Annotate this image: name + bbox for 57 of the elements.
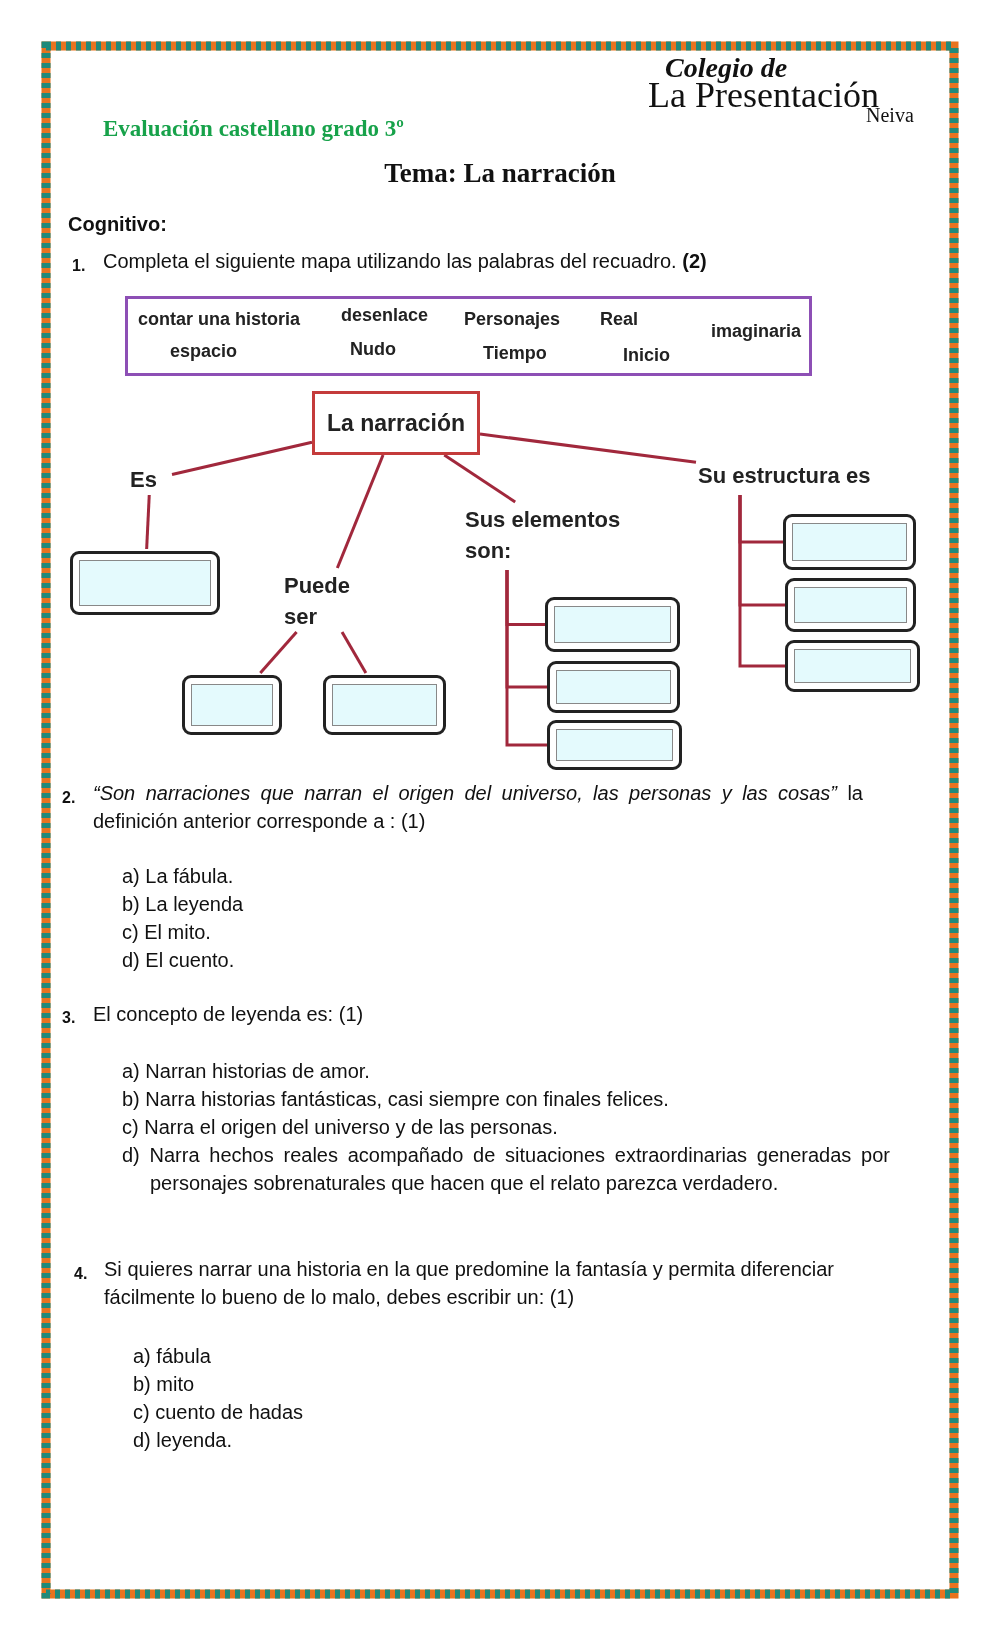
answer-box xyxy=(785,578,916,632)
word-bank-word: Inicio xyxy=(623,345,670,366)
connector-line xyxy=(145,494,151,550)
word-bank-box xyxy=(125,296,812,376)
word-bank-word: Tiempo xyxy=(483,343,547,364)
connector-line xyxy=(479,432,697,464)
answer-box xyxy=(70,551,220,615)
answer-option: a) Narran historias de amor. xyxy=(122,1057,890,1085)
answer-option: b) La leyenda xyxy=(122,890,244,918)
worksheet-title: Tema: La narración xyxy=(383,158,617,189)
question-number: 4. xyxy=(74,1264,88,1284)
answer-option: a) fábula xyxy=(133,1342,211,1370)
answer-box xyxy=(545,597,680,652)
connector-line xyxy=(259,631,298,674)
question-text: El concepto de leyenda es: (1) xyxy=(93,1002,364,1027)
answer-option: d) El cuento. xyxy=(122,946,235,974)
answer-option: a) La fábula. xyxy=(122,862,234,890)
question-number: 1. xyxy=(72,256,86,276)
question-text: Si quieres narrar una historia en la que predomine la fantasía y permita diferenciar fácilmente lo bueno de lo malo, debes escribir un: (1) xyxy=(104,1257,834,1310)
answer-option: d) leyenda. xyxy=(133,1426,232,1454)
question-text: “Son narraciones que narran el origen del universo, las personas y las cosas” la definición anterior corresponde a : (1) xyxy=(93,781,863,834)
answer-box xyxy=(785,640,920,692)
word-bank-word: Personajes xyxy=(464,309,561,330)
connector-line xyxy=(505,570,547,747)
answer-box xyxy=(547,720,682,770)
connector-line xyxy=(171,440,313,476)
connector-line xyxy=(335,454,385,569)
answer-option: b) Narra historias fantásticas, casi siempre con finales felices. xyxy=(122,1085,890,1113)
word-bank-word: contar una historia xyxy=(138,309,301,330)
answer-box xyxy=(323,675,446,735)
section-heading: Cognitivo: xyxy=(68,212,167,237)
connector-line xyxy=(738,495,785,668)
concept-label: Su estructura es xyxy=(698,460,898,491)
word-bank-word: Real xyxy=(600,309,639,330)
answer-box xyxy=(547,661,680,713)
connector-line xyxy=(443,453,517,504)
concept-label: Puede ser xyxy=(284,570,364,632)
question-number: 3. xyxy=(62,1008,76,1028)
answer-option: b) mito xyxy=(133,1370,195,1398)
word-bank-word: Nudo xyxy=(350,339,396,360)
concept-box: La narración xyxy=(312,391,480,455)
answer-box xyxy=(182,675,282,735)
letterhead-text: Colegio de xyxy=(665,52,788,83)
connector-line xyxy=(340,631,368,674)
concept-label: Es xyxy=(130,464,170,495)
word-bank-word: espacio xyxy=(170,341,238,362)
answer-option: c) cuento de hadas xyxy=(133,1398,304,1426)
question-number: 2. xyxy=(62,788,76,808)
answer-option: c) El mito. xyxy=(122,918,211,946)
word-bank-word: imaginaria xyxy=(711,321,802,342)
answer-option: c) Narra el origen del universo y de las personas. xyxy=(122,1113,890,1141)
answer-option: d) Narra hechos reales acompañado de situaciones extraordinarias generadas por personajes sobrenaturales que hacen que el relato parezca verdadero. xyxy=(122,1141,890,1197)
worksheet-heading: Evaluación castellano grado 3º xyxy=(103,116,404,142)
question-text: Completa el siguiente mapa utilizando las palabras del recuadro. (2) xyxy=(103,249,707,274)
answer-box xyxy=(783,514,916,570)
concept-label: Sus elementos son: xyxy=(465,504,665,566)
word-bank-word: desenlace xyxy=(341,305,429,326)
